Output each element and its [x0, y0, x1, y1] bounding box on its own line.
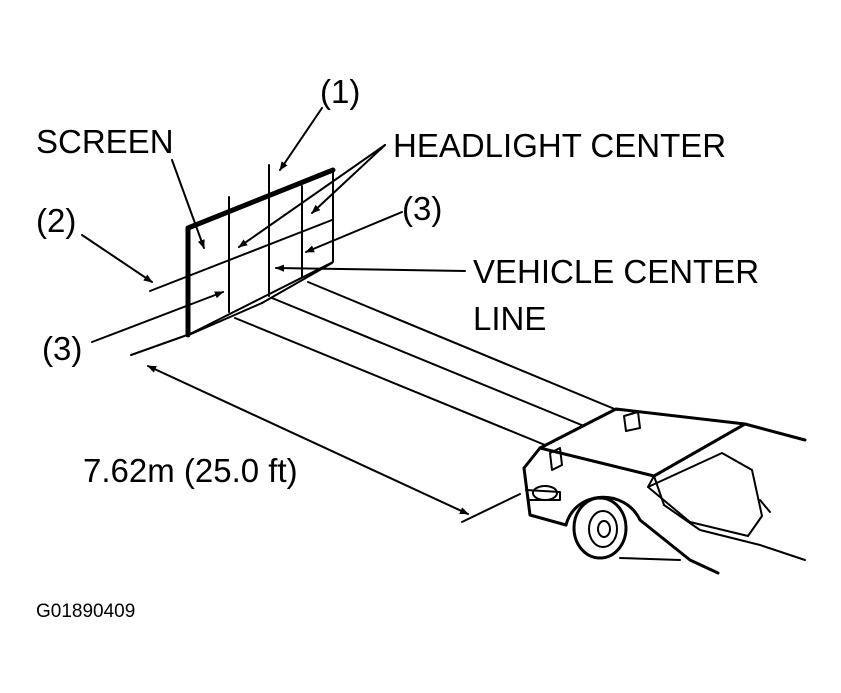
headlight-center-label: HEADLIGHT CENTER [393, 127, 726, 164]
rear-wheel [572, 496, 628, 560]
callout-3-right-label: (3) [402, 190, 442, 227]
callout-3-left-label: (3) [42, 330, 82, 367]
arrow-icon [171, 159, 205, 249]
figure-code: G01890409 [36, 601, 135, 622]
arrow-icon [91, 291, 224, 343]
horizontal-line-2 [149, 219, 333, 292]
arrow-icon [279, 107, 323, 171]
screen-label: SCREEN [36, 123, 174, 160]
tail-lamp-right [623, 411, 641, 432]
arrow-icon [305, 211, 403, 253]
vehicle-center-line-label: VEHICLE CENTER [473, 253, 759, 290]
callout-2-label: (2) [36, 202, 76, 239]
distance-dimension [147, 365, 521, 523]
leader-lines [81, 107, 466, 343]
distance-label: 7.62m (25.0 ft) [83, 452, 298, 489]
tail-lamp-left [549, 447, 563, 471]
arrow-icon [275, 264, 466, 272]
arrow-icon [81, 234, 153, 283]
floor-lines [130, 262, 618, 446]
arrow-icon [238, 144, 386, 248]
vehicle-center-line-label-line2: LINE [473, 300, 546, 337]
arrow-icon [311, 144, 386, 214]
vehicle-rear-illustration [522, 407, 807, 575]
callout-1-label: (1) [320, 73, 360, 110]
distance-arrow-icon [147, 365, 469, 515]
screen-shape [149, 164, 336, 338]
rear-side-window [647, 452, 763, 537]
